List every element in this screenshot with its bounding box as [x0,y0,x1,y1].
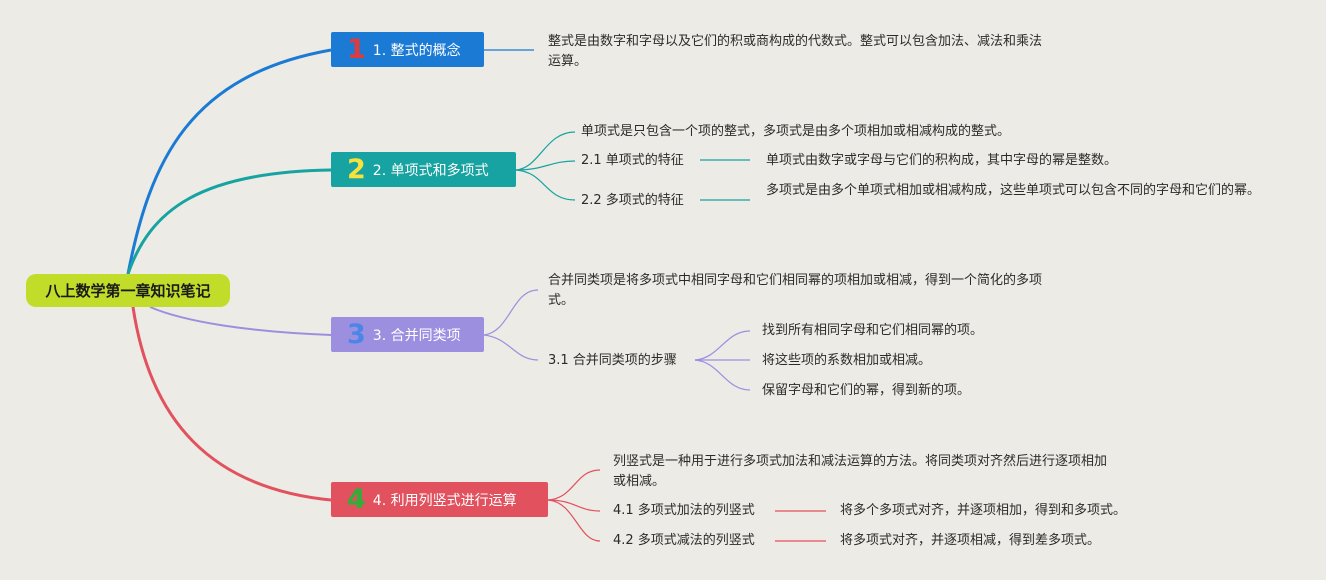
branch-4-item-3-detail[interactable]: 将多项式对齐，并逐项相减，得到差多项式。 [840,533,1101,548]
branch-2-item-2[interactable]: 2.1 单项式的特征 [581,153,684,168]
connector-b2-item1 [515,131,576,171]
root-node[interactable]: 八上数学第一章知识笔记 [26,274,230,307]
branch-3-label: 3. 合并同类项 [372,327,461,344]
connector-b4-item3 [547,499,601,542]
branch-3-step-1[interactable]: 找到所有相同字母和它们相同幂的项。 [762,323,984,338]
branch-4-item-1[interactable]: 列竖式是一种用于进行多项式加法和减法运算的方法。将同类项对齐然后进行逐项相加或相… [613,454,1108,489]
connector-root-b1 [126,48,332,275]
branch-1-node[interactable]: 1 1. 整式的概念 [331,32,484,67]
branch-2-item-2-detail[interactable]: 单项式由数字或字母与它们的积构成，其中字母的幂是整数。 [766,153,1118,168]
connector-root-b2 [126,168,332,275]
branch-4-node[interactable]: 4 4. 利用列竖式进行运算 [331,482,548,517]
number-2-icon: 2 [347,154,366,185]
connector-b2-item3 [515,169,576,201]
connector-b3-item1 [483,289,539,336]
connector-b4-item1 [547,469,601,501]
connector-b2-item2 [515,160,576,171]
root-label: 八上数学第一章知识笔记 [45,282,211,300]
branch-2-item-3-detail[interactable]: 多项式是由多个单项式相加或相减构成，这些单项式可以包含不同的字母和它们的幂。 [766,183,1261,198]
branch-4-item-2-detail[interactable]: 将多个多项式对齐，并逐项相加，得到和多项式。 [840,503,1127,518]
branch-4-item-3[interactable]: 4.2 多项式减法的列竖式 [613,533,755,548]
branch-2-item-3[interactable]: 2.2 多项式的特征 [581,193,684,208]
connector-b3-item2 [483,334,539,361]
connector-b4-item2 [547,499,601,512]
connector-root-b4 [131,306,332,502]
number-1-icon: 1 [347,34,366,65]
branch-3-step-2[interactable]: 将这些项的系数相加或相减。 [762,353,932,368]
branch-3-item-2[interactable]: 3.1 合并同类项的步骤 [548,353,677,368]
branch-3-node[interactable]: 3 3. 合并同类项 [331,317,484,352]
number-4-icon: 4 [347,484,366,515]
branch-3-item-1[interactable]: 合并同类项是将多项式中相同字母和它们相同幂的项相加或相减，得到一个简化的多项式。 [548,273,1043,308]
branch-4-item-2[interactable]: 4.1 多项式加法的列竖式 [613,503,755,518]
branch-1-label: 1. 整式的概念 [372,42,461,59]
branch-2-item-1[interactable]: 单项式是只包含一个项的整式，多项式是由多个项相加或相减构成的整式。 [581,124,1011,139]
number-3-icon: 3 [347,319,366,350]
branch-1-item-1[interactable]: 整式是由数字和字母以及它们的积或商构成的代数式。整式可以包含加法、减法和乘法运算… [548,34,1043,69]
branch-3-step-3[interactable]: 保留字母和它们的幂，得到新的项。 [762,383,971,398]
connector-root-b3 [149,306,332,336]
branch-2-label: 2. 单项式和多项式 [372,162,489,179]
connector-b3-step3 [694,359,751,391]
connector-b3-step1 [694,330,751,361]
branch-4-label: 4. 利用列竖式进行运算 [372,492,517,509]
branch-2-node[interactable]: 2 2. 单项式和多项式 [331,152,516,187]
